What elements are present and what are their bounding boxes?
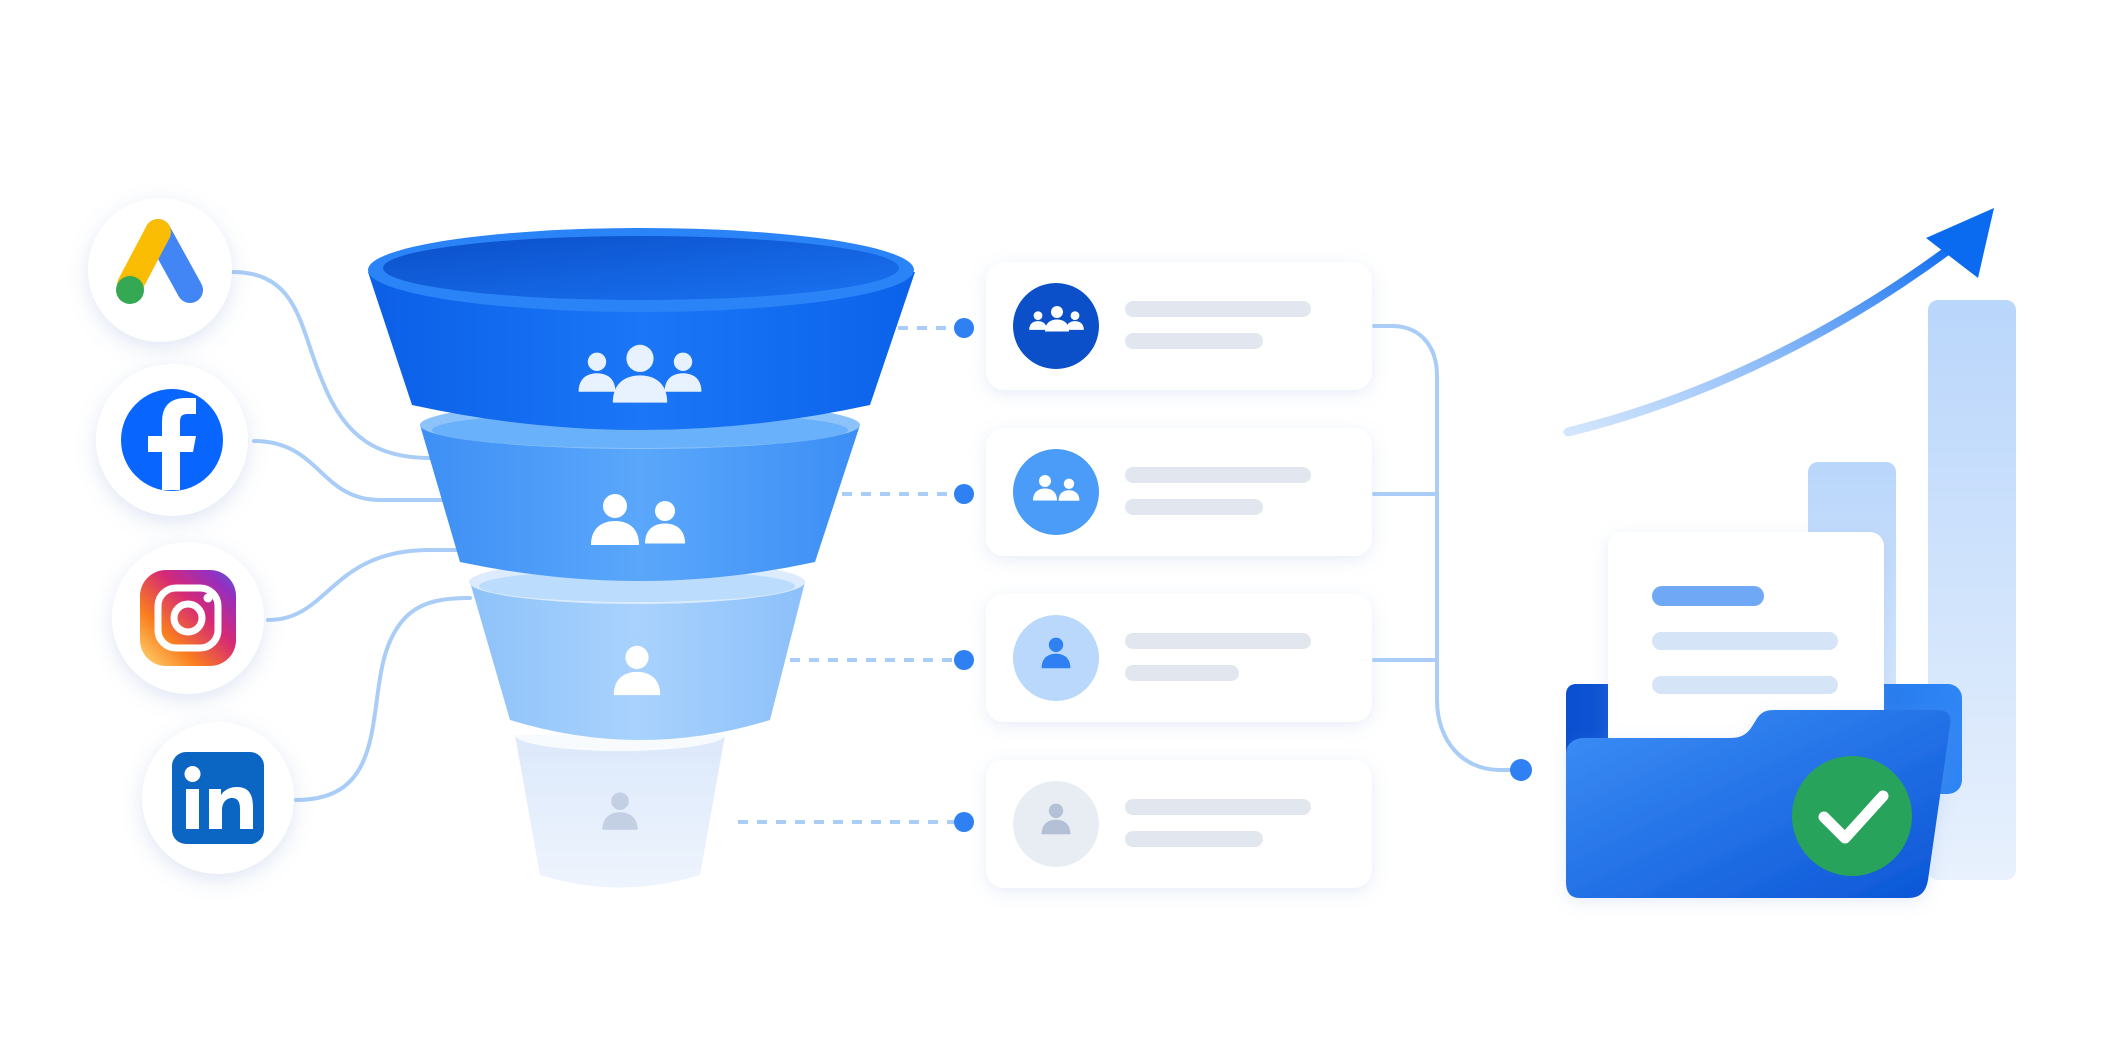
- source-connectors: [230, 270, 472, 802]
- lead-cards: [986, 262, 1372, 888]
- placeholder-line: [1125, 301, 1311, 317]
- connector-facebook: [252, 439, 447, 502]
- funnel-stage-1: [368, 228, 915, 430]
- google-ads-source: [88, 198, 232, 342]
- facebook-icon: [121, 389, 223, 491]
- placeholder-line: [1125, 831, 1263, 847]
- placeholder-line: [1125, 499, 1263, 515]
- linkedin-icon: [172, 752, 264, 844]
- connector-linkedin: [294, 596, 472, 802]
- placeholder-line: [1125, 633, 1311, 649]
- folder-icon: [1566, 532, 1962, 898]
- placeholder-line: [1125, 665, 1239, 681]
- merge-connector-dot: [1510, 759, 1532, 781]
- stage-connector-dots: [954, 318, 974, 832]
- check-icon: [1792, 756, 1912, 876]
- avatar: [1013, 449, 1099, 535]
- lead-card-3: [986, 594, 1372, 722]
- lead-card-2: [986, 428, 1372, 556]
- stage-connectors: [738, 326, 962, 824]
- placeholder-line: [1652, 676, 1838, 694]
- source-icons: [88, 198, 294, 874]
- google-ads-icon: [116, 219, 203, 304]
- instagram-source: [112, 542, 264, 694]
- avatar: [1013, 781, 1099, 867]
- merge-connector: [1372, 324, 1518, 772]
- growth-arrow-icon: [1563, 208, 1994, 437]
- facebook-source: [96, 364, 248, 516]
- connector-google-ads: [230, 270, 432, 460]
- lead-card-4: [986, 760, 1372, 888]
- funnel: [368, 228, 915, 888]
- connector-instagram: [266, 548, 462, 622]
- lead-card-1: [986, 262, 1372, 390]
- linkedin-source: [142, 722, 294, 874]
- funnel-stage-3: [469, 560, 805, 740]
- avatar: [1013, 283, 1099, 369]
- placeholder-line: [1125, 333, 1263, 349]
- placeholder-line: [1125, 467, 1311, 483]
- funnel-stage-4: [515, 719, 725, 888]
- avatar: [1013, 615, 1099, 701]
- placeholder-line: [1125, 799, 1311, 815]
- placeholder-line: [1652, 632, 1838, 650]
- instagram-icon: [140, 570, 236, 666]
- placeholder-line: [1652, 586, 1764, 606]
